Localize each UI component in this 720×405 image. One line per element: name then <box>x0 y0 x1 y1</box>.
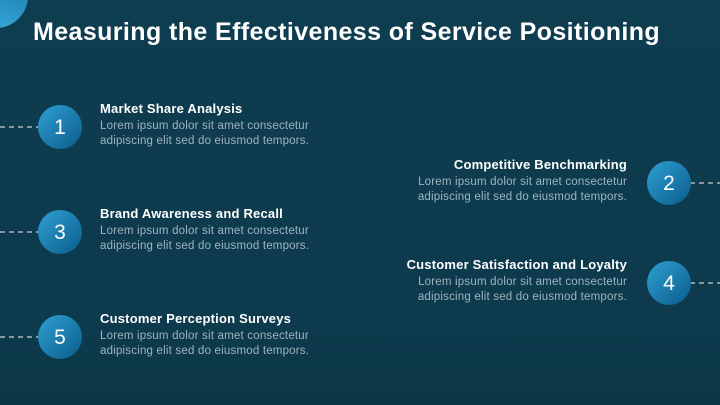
item-body: Lorem ipsum dolor sit amet consectetur a… <box>100 120 310 147</box>
item-number: 2 <box>663 171 675 195</box>
item-body: Lorem ipsum dolor sit amet consectetur a… <box>100 330 310 357</box>
item-number-badge: 3 <box>38 210 82 254</box>
item-title: Brand Awareness and Recall <box>100 206 283 221</box>
dash-connector <box>0 336 40 338</box>
item-title: Competitive Benchmarking <box>453 157 627 172</box>
corner-decoration-circle <box>0 0 28 28</box>
item-number: 4 <box>663 271 675 295</box>
item-title: Market Share Analysis <box>100 101 243 116</box>
item-title: Customer Satisfaction and Loyalty <box>406 257 627 272</box>
item-body: Lorem ipsum dolor sit amet consectetur a… <box>100 225 310 252</box>
item-number: 3 <box>54 220 66 244</box>
item-text-block: Market Share Analysis Lorem ipsum dolor … <box>100 101 328 149</box>
item-number-badge: 1 <box>38 105 82 149</box>
item-brand-awareness-and-recall: 3 Brand Awareness and Recall Lorem ipsum… <box>0 206 720 258</box>
slide-title: Measuring the Effectiveness of Service P… <box>33 18 661 46</box>
item-text-block: Customer Perception Surveys Lorem ipsum … <box>100 311 328 359</box>
dash-connector <box>690 182 720 184</box>
item-body: Lorem ipsum dolor sit amet consectetur a… <box>417 276 627 303</box>
item-number-badge: 4 <box>647 261 691 305</box>
dash-connector <box>0 231 40 233</box>
dash-connector <box>0 126 40 128</box>
item-text-block: Competitive Benchmarking Lorem ipsum dol… <box>399 157 627 205</box>
item-text-block: Customer Satisfaction and Loyalty Lorem … <box>399 257 627 305</box>
item-body: Lorem ipsum dolor sit amet consectetur a… <box>417 176 627 203</box>
item-customer-satisfaction-and-loyalty: 4 Customer Satisfaction and Loyalty Lore… <box>0 257 720 309</box>
dash-connector <box>690 282 720 284</box>
item-number-badge: 5 <box>38 315 82 359</box>
item-title: Customer Perception Surveys <box>100 311 292 326</box>
item-customer-perception-surveys: 5 Customer Perception Surveys Lorem ipsu… <box>0 311 720 363</box>
item-competitive-benchmarking: 2 Competitive Benchmarking Lorem ipsum d… <box>0 157 720 209</box>
item-market-share-analysis: 1 Market Share Analysis Lorem ipsum dolo… <box>0 101 720 153</box>
item-text-block: Brand Awareness and Recall Lorem ipsum d… <box>100 206 328 254</box>
item-number: 1 <box>54 115 66 139</box>
item-number-badge: 2 <box>647 161 691 205</box>
item-number: 5 <box>54 325 66 349</box>
